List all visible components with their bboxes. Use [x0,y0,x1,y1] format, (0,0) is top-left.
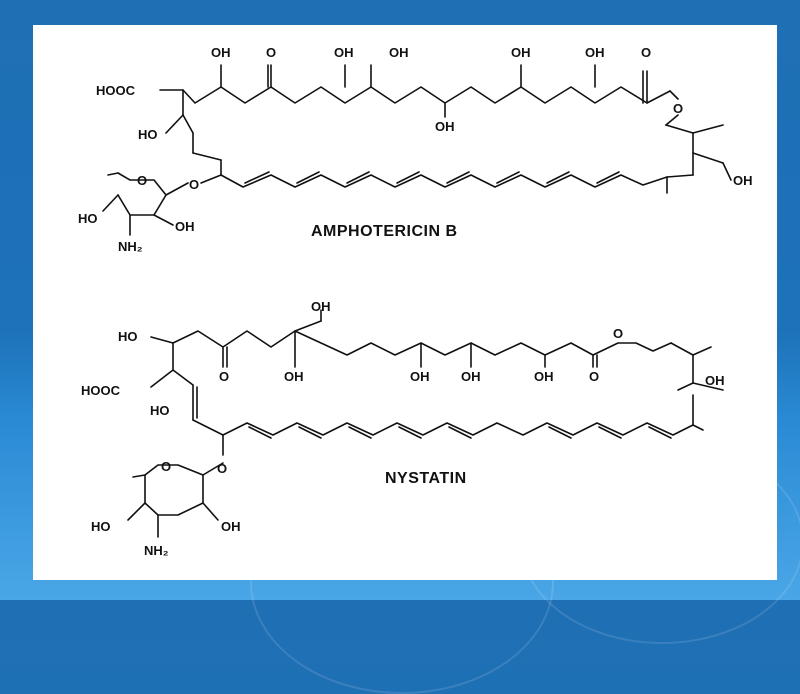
ring-oxygen-label: O [137,173,147,188]
hydroxyl-label: OH [311,299,331,314]
bond [496,171,520,184]
bond [546,171,570,184]
hydroxyl-label: OH [733,173,753,188]
bond [669,90,679,100]
bond [248,426,272,439]
structure-panel: OH O OH OH OH OH O HOOC OH O HO O O OH H… [33,25,777,580]
hydroxyl-label: OH [221,519,241,534]
bond [202,502,219,521]
chemical-structures-diagram: OH O OH OH OH OH O HOOC OH O HO O O OH H… [78,45,753,558]
bond [666,174,694,178]
hydroxyl-label: OH [705,373,725,388]
amino-label: NH₂ [144,543,169,558]
bond [107,172,119,176]
molecule-name-nystatin: NYSTATIN [385,470,467,487]
bond [172,369,194,386]
bond [665,114,679,126]
bond [692,346,712,356]
bond [598,426,622,439]
bond [298,426,322,439]
bond [202,462,224,476]
bond [398,426,422,439]
hydroxyl-label: OH [410,369,430,384]
amphotericin-b-structure: OH O OH OH OH OH O HOOC OH O HO O O OH H… [78,45,753,254]
bond [132,474,146,478]
bond [165,182,189,196]
hydroxyl-label: OH [461,369,481,384]
amphotericin-top-chain [182,86,671,104]
bond [294,320,322,332]
bond [348,426,372,439]
hydroxyl-label: OH [334,45,354,60]
bond [165,114,184,134]
hydroxyl-label: HO [78,211,98,226]
hydroxyl-label: HO [150,403,170,418]
bond [692,152,724,164]
bond [127,502,146,521]
nystatin-polyene-chain [222,422,694,436]
nystatin-sugar-ring [144,464,204,516]
molecule-name-amphotericin: AMPHOTERICIN B [311,223,458,240]
bond [446,171,470,184]
bond [192,419,224,436]
bond [548,426,572,439]
bond [648,426,672,439]
bond [692,382,724,391]
ring-oxygen-label: O [161,459,171,474]
bond [102,194,119,212]
bond [153,214,174,226]
amphotericin-polyene-chain [220,174,668,188]
glycosidic-oxygen-label: O [189,177,199,192]
bond [692,424,704,431]
bond [448,426,472,439]
bond [665,124,694,134]
hydroxyl-label: OH [534,369,554,384]
bond [244,171,270,184]
glycosidic-oxygen-label: O [217,461,227,476]
amino-label: NH₂ [118,239,143,254]
bond [596,171,620,184]
bond [150,369,174,388]
bond [150,336,174,344]
hydroxyl-label: OH [511,45,531,60]
hydroxyl-label: HO [91,519,111,534]
hydroxyl-label: HO [118,329,138,344]
nystatin-top-chain [172,330,672,356]
bond [677,382,694,391]
carboxyl-label: HOOC [81,383,121,398]
bond [182,114,194,134]
carbonyl-oxygen-label: O [589,369,599,384]
ketone-oxygen-label: O [219,369,229,384]
hydroxyl-label: OH [211,45,231,60]
nystatin-structure: OH HO O HOOC O OH OH OH OH O OH HO O O H… [81,299,725,558]
hydroxyl-label: HO [138,127,158,142]
bond [692,124,724,134]
hydroxyl-label: OH [175,219,195,234]
hydroxyl-label: OH [284,369,304,384]
bond [346,171,370,184]
bond [192,152,222,161]
ester-oxygen-label: O [613,326,623,341]
bond [396,171,420,184]
carbonyl-oxygen-label: O [641,45,651,60]
bond [200,174,222,184]
ester-oxygen-label: O [673,101,683,116]
hydroxyl-label: OH [585,45,605,60]
hydroxyl-label: OH [389,45,409,60]
hydroxyl-label: OH [435,119,455,134]
bond [670,342,694,356]
oxygen-label: O [266,45,276,60]
bond [722,162,732,181]
bond [296,171,320,184]
carboxyl-label: HOOC [96,83,136,98]
